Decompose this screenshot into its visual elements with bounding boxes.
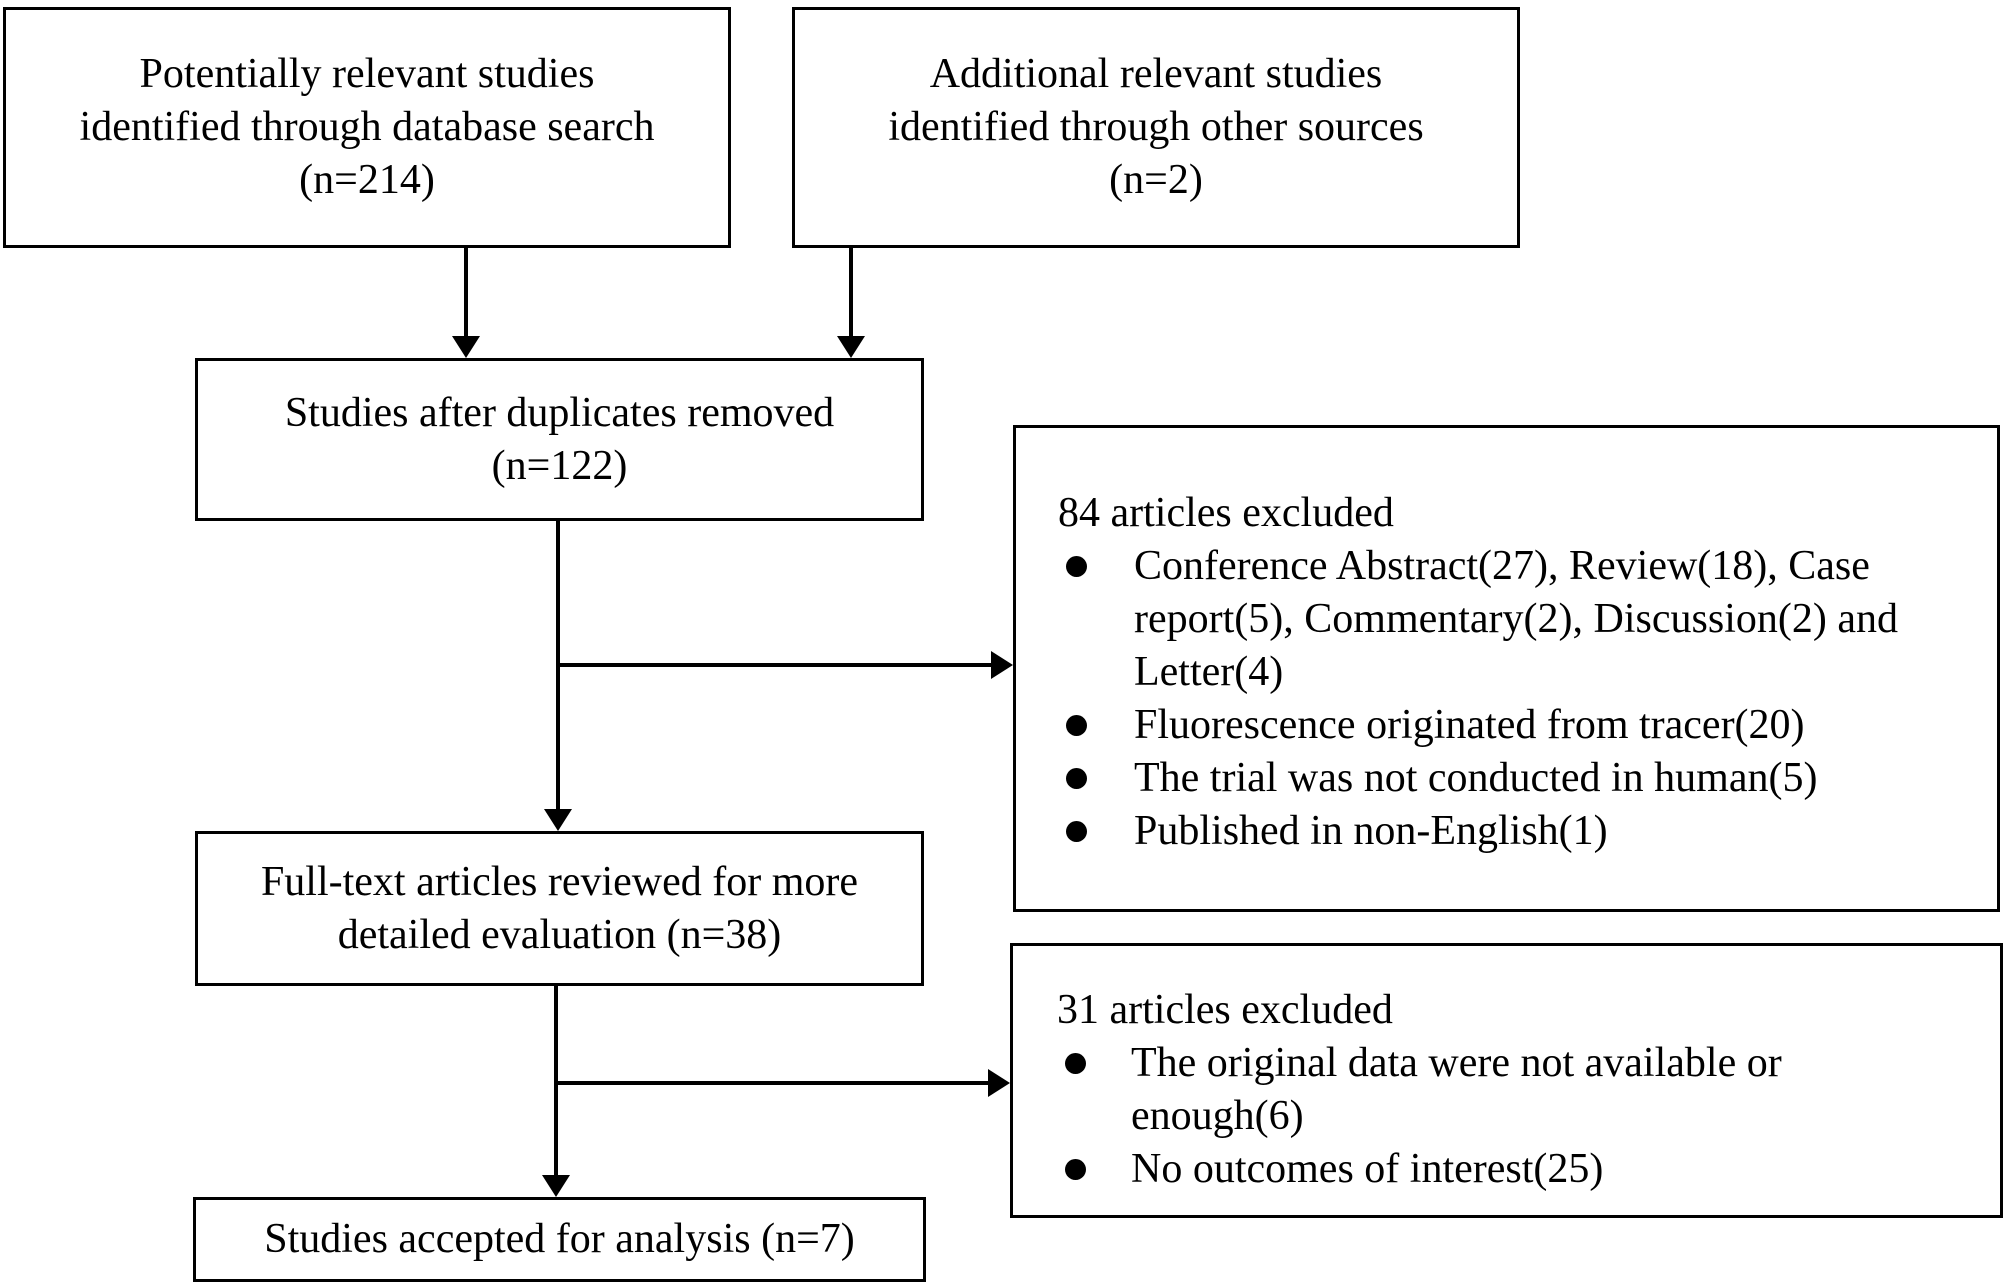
bullet-icon	[1065, 1053, 1086, 1074]
box-exclusion-84: 84 articles excluded Conference Abstract…	[1013, 425, 2000, 912]
box-duplicates-removed-count: (n=122)	[491, 442, 628, 489]
arrowhead-to-exclusion-1	[991, 651, 1013, 679]
exclusion-item-line: The trial was not conducted in human(5)	[1134, 755, 1818, 801]
arrowhead-fulltext-to-accepted	[542, 1175, 570, 1197]
box-full-text-review: Full-text articles reviewed for more det…	[195, 831, 924, 986]
bullet-icon	[1066, 715, 1087, 736]
box-studies-accepted-line-1: Studies accepted for analysis (n=7)	[264, 1216, 855, 1262]
bullet-icon	[1065, 1159, 1086, 1180]
exclusion-84-item-not-human: The trial was not conducted in human(5)	[1058, 752, 1997, 805]
exclusion-84-heading: 84 articles excluded	[1058, 490, 1394, 536]
exclusion-31-list: The original data were not available or …	[1057, 1037, 2000, 1196]
box-other-sources-count: (n=2)	[1109, 157, 1203, 203]
box-database-search-count: (n=214)	[299, 157, 435, 203]
exclusion-84-item-tracer: Fluorescence originated from tracer(20)	[1058, 699, 1997, 752]
exclusion-84-list: Conference Abstract(27), Review(18), Cas…	[1058, 540, 1997, 858]
exclusion-item-line: The original data were not available or	[1131, 1040, 1782, 1086]
exclusion-31-item-data-unavailable: The original data were not available or …	[1057, 1037, 2000, 1143]
exclusion-31-heading: 31 articles excluded	[1057, 987, 1393, 1033]
box-database-search-line-2: identified through database search	[79, 104, 655, 150]
arrowhead-db-to-dedup	[452, 336, 480, 358]
exclusion-item-line: enough(6)	[1131, 1093, 1304, 1139]
box-other-sources-line-1: Additional relevant studies	[929, 51, 1383, 97]
arrowhead-to-exclusion-2	[988, 1069, 1010, 1097]
box-other-sources: Additional relevant studies identified t…	[792, 7, 1520, 248]
box-full-text-review-line-1: Full-text articles reviewed for more	[260, 858, 859, 905]
exclusion-item-line: report(5), Commentary(2), Discussion(2) …	[1134, 596, 1898, 642]
exclusion-item-line: Conference Abstract(27), Review(18), Cas…	[1134, 543, 1870, 589]
bullet-icon	[1066, 556, 1087, 577]
exclusion-31-item-no-outcomes: No outcomes of interest(25)	[1057, 1143, 2000, 1196]
box-studies-accepted: Studies accepted for analysis (n=7)	[193, 1197, 926, 1282]
box-database-search-line-1: Potentially relevant studies	[139, 51, 595, 97]
arrowhead-other-to-dedup	[837, 336, 865, 358]
box-other-sources-line-2: identified through other sources	[888, 104, 1424, 150]
exclusion-item-line: Letter(4)	[1134, 649, 1284, 695]
exclusion-item-line: No outcomes of interest(25)	[1131, 1146, 1604, 1192]
box-database-search: Potentially relevant studies identified …	[3, 7, 731, 248]
box-duplicates-removed: Studies after duplicates removed (n=122)	[195, 358, 924, 521]
bullet-icon	[1066, 768, 1087, 789]
arrowhead-dedup-to-fulltext	[544, 809, 572, 831]
exclusion-item-line: Fluorescence originated from tracer(20)	[1134, 702, 1805, 748]
box-full-text-review-line-2: detailed evaluation (n=38)	[337, 911, 782, 958]
exclusion-84-item-non-english: Published in non-English(1)	[1058, 805, 1997, 858]
exclusion-item-line: Published in non-English(1)	[1134, 808, 1608, 854]
exclusion-84-item-publication-types: Conference Abstract(27), Review(18), Cas…	[1058, 540, 1997, 699]
box-duplicates-removed-line-1: Studies after duplicates removed	[284, 389, 835, 436]
bullet-icon	[1066, 821, 1087, 842]
box-exclusion-31: 31 articles excluded The original data w…	[1010, 943, 2003, 1218]
